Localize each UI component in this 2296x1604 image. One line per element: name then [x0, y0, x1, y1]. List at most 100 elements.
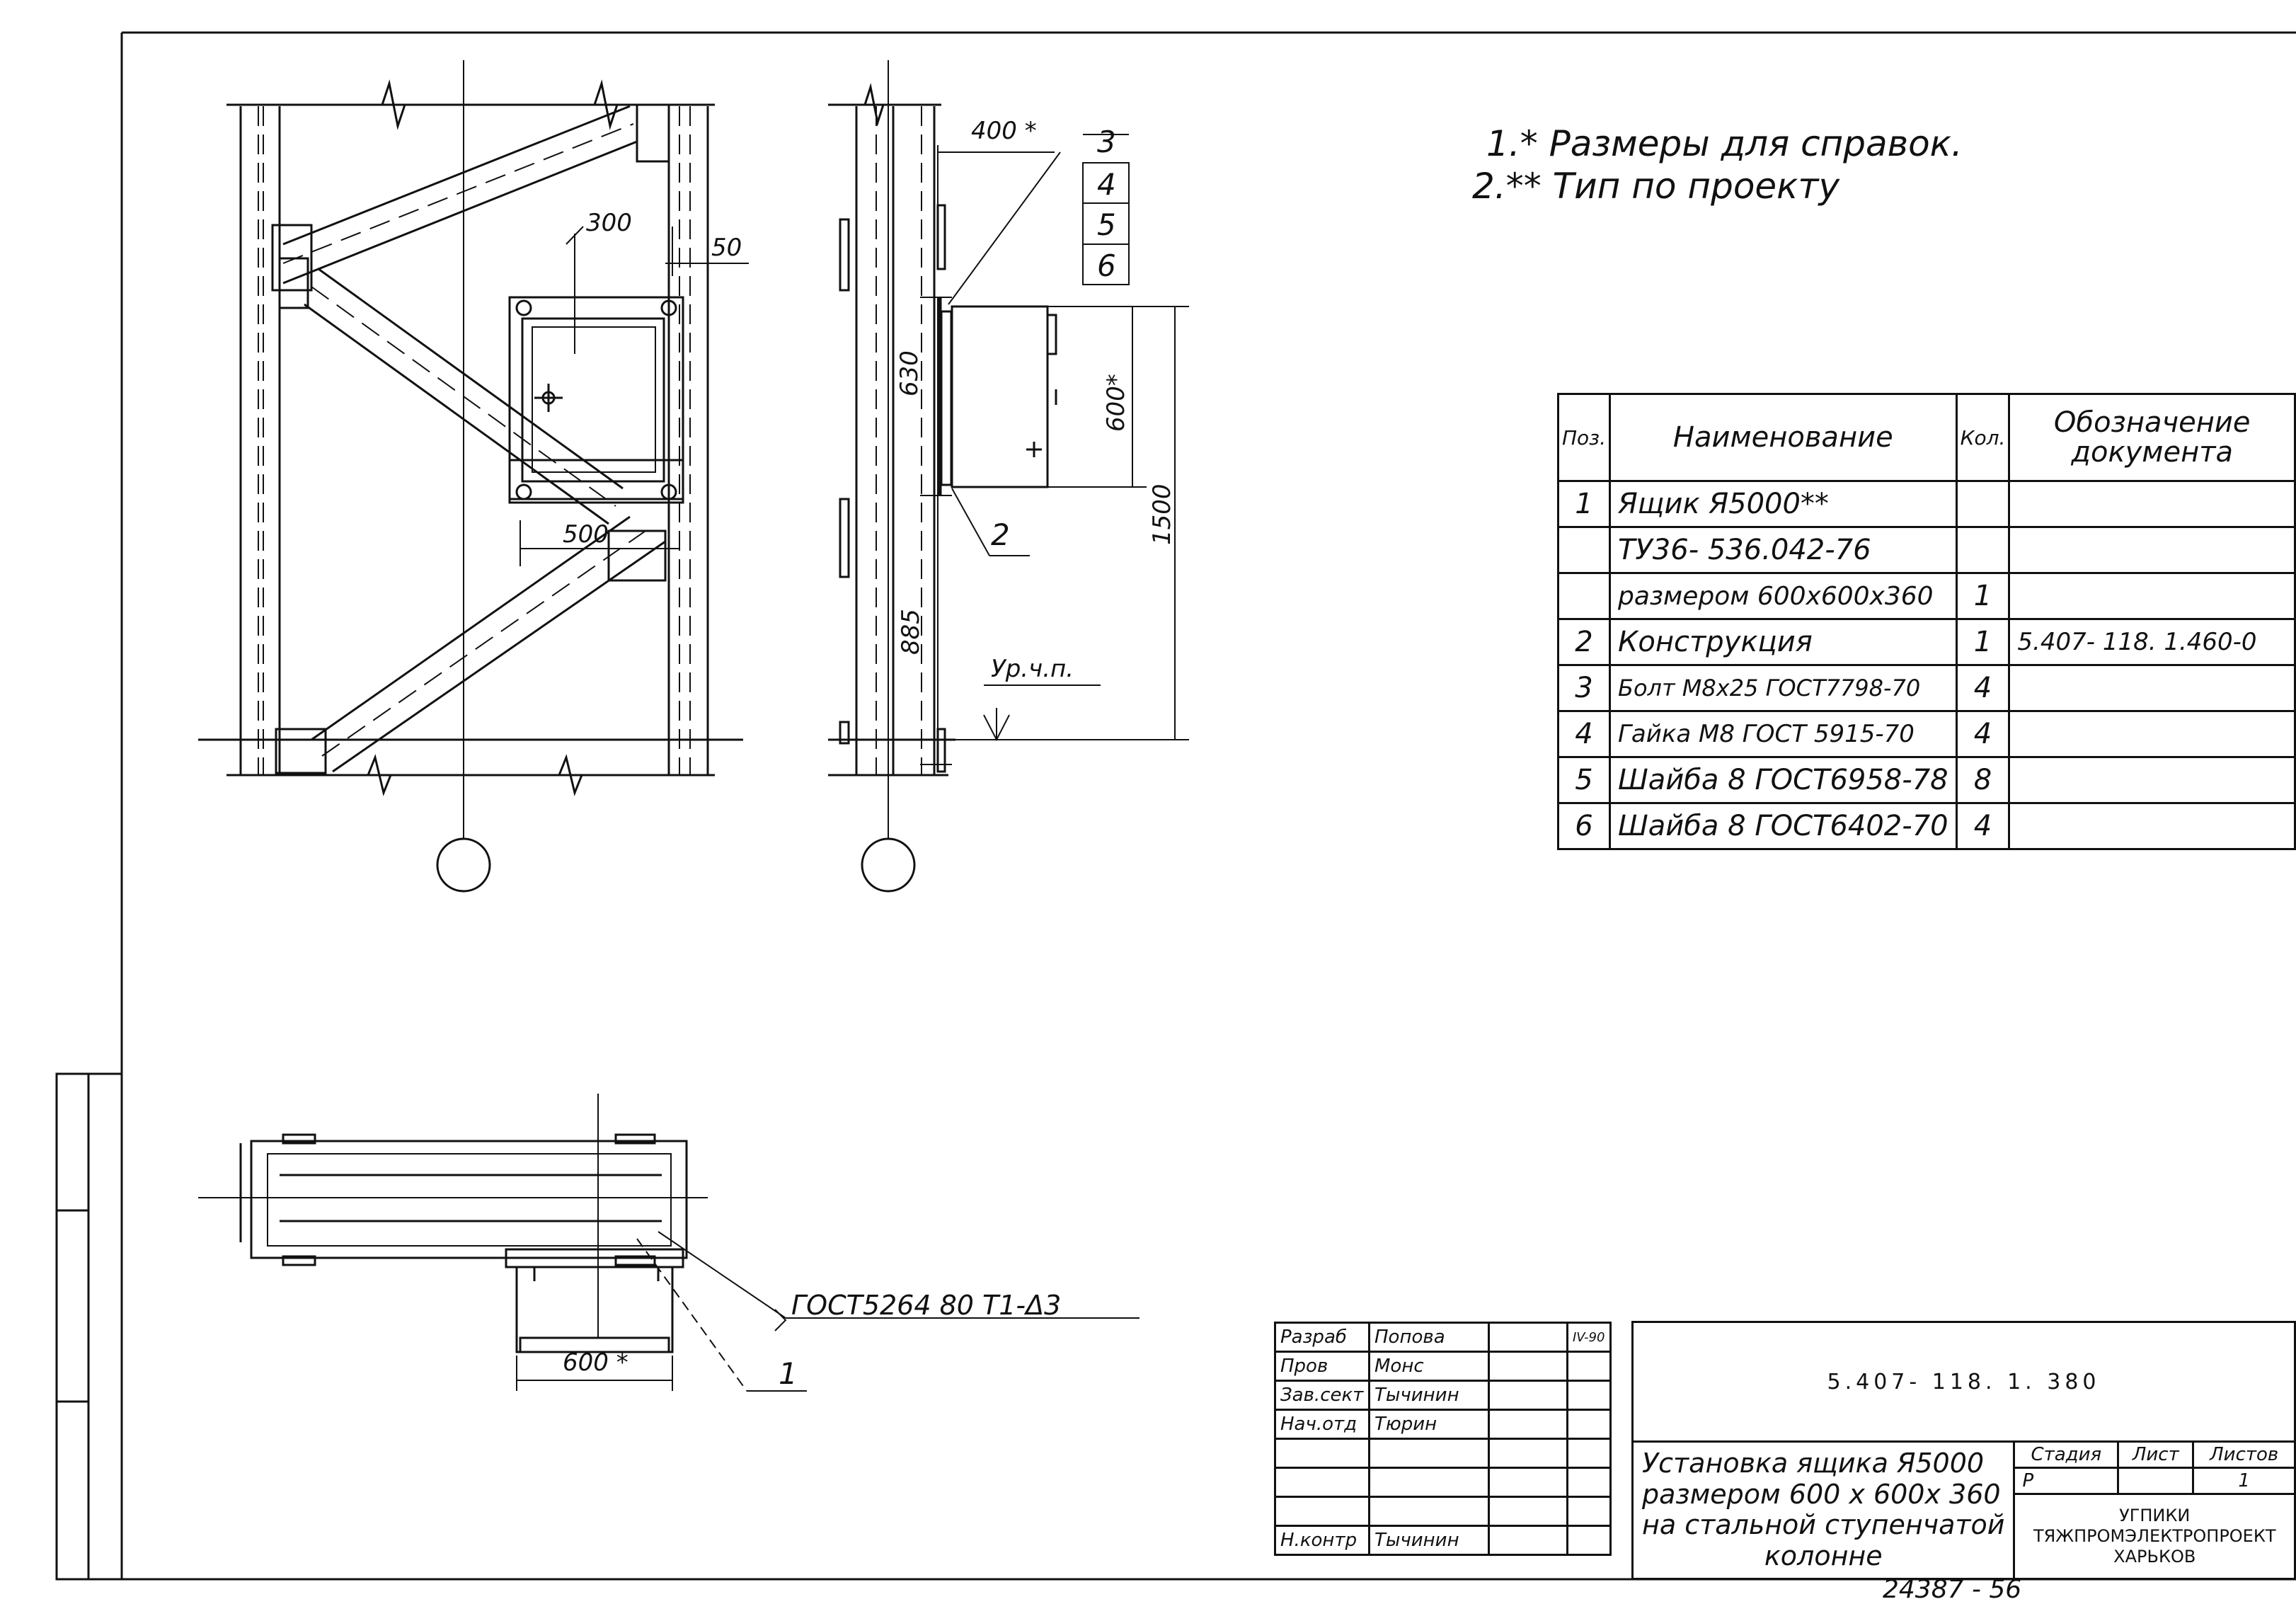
organization-line-3: ХАРЬКОВ [2113, 1546, 2196, 1566]
drawing-title-line-1: Установка ящика Я5000 [1642, 1448, 1985, 1479]
sheets-value: 1 [2192, 1467, 2296, 1495]
stamp-person-row [1274, 1467, 1612, 1498]
spec-qty: 4 [1955, 802, 2011, 850]
inventory-number: 24387 - 56 [1883, 1575, 2022, 1604]
sheets-label: Листов [2192, 1440, 2296, 1469]
dim-50: 50 [711, 234, 742, 262]
callout-1: 1 [779, 1356, 798, 1391]
spec-name: Конструкция [1608, 618, 1958, 666]
stamp-date [1566, 1467, 1612, 1498]
spec-header-name: Наименование [1608, 393, 1958, 482]
spec-doc: 5.407- 118. 1.460-0 [2008, 618, 2296, 666]
drawing-title-line-3: на стальной ступенчатой [1642, 1509, 2005, 1541]
spec-header-pos: Поз. [1557, 393, 1611, 482]
weld-note: ГОСТ5264 80 Т1-Δ3 [791, 1290, 1062, 1321]
spec-header-doc-1: Обозначение [2053, 406, 2251, 439]
drawing-title-line-4: колонне [1764, 1540, 1883, 1572]
stamp-signature [1488, 1409, 1568, 1440]
organization-line-1: УГПИКИ [2119, 1506, 2191, 1526]
stamp-role: Пров [1274, 1351, 1370, 1382]
spec-qty: 4 [1955, 664, 2011, 712]
spec-header-qty: Кол. [1955, 393, 2011, 482]
spec-pos: 1 [1557, 480, 1611, 528]
stamp-role [1274, 1438, 1370, 1469]
spec-qty: 1 [1955, 618, 2011, 666]
stamp-date [1566, 1351, 1612, 1382]
stamp-role [1274, 1496, 1370, 1527]
spec-doc [2008, 526, 2296, 574]
note-2: 2.** Тип по проекту [1472, 166, 1840, 207]
stamp-person-row [1274, 1496, 1612, 1527]
stamp-name: Тычинин [1368, 1525, 1490, 1556]
callout-6: 6 [1097, 248, 1116, 283]
spec-doc [2008, 710, 2296, 758]
sheet-label: Лист [2117, 1440, 2195, 1469]
stamp-role: Разраб [1274, 1322, 1370, 1353]
stamp-date [1566, 1525, 1612, 1556]
spec-name: Болт М8х25 ГОСТ7798-70 [1608, 664, 1958, 712]
stamp-name [1368, 1496, 1490, 1527]
stamp-signature [1488, 1438, 1568, 1469]
spec-pos: 5 [1557, 756, 1611, 804]
spec-doc [2008, 664, 2296, 712]
spec-name: размером 600x600x360 [1608, 572, 1958, 620]
stamp-signature [1488, 1380, 1568, 1411]
dim-600-side: 600* [1102, 374, 1130, 432]
dim-630: 630 [895, 350, 924, 396]
stamp-signature [1488, 1467, 1568, 1498]
spec-name: Ящик Я5000** [1608, 480, 1958, 528]
stamp-date [1566, 1380, 1612, 1411]
organization: УГПИКИ ТЯЖПРОМЭЛЕКТРОПРОЕКТ ХАРЬКОВ [2013, 1493, 2296, 1580]
title-block-main: 5.407- 118. 1. 380 Установка ящика Я5000… [1631, 1321, 2296, 1580]
spec-pos [1557, 572, 1611, 620]
dim-500: 500 [563, 520, 609, 549]
callout-4: 4 [1097, 167, 1116, 202]
spec-name: Шайба 8 ГОСТ6958-78 [1608, 756, 1958, 804]
spec-qty: 1 [1955, 572, 2011, 620]
side-view [828, 60, 1189, 893]
callout-2: 2 [991, 517, 1010, 552]
spec-pos: 2 [1557, 618, 1611, 666]
spec-pos: 3 [1557, 664, 1611, 712]
drawing-code: 5.407- 118. 1. 380 [1631, 1321, 2296, 1443]
level-mark: Ур.ч.п. [991, 655, 1074, 683]
spec-row: ТУ36- 536.042-76 [1557, 526, 2296, 574]
spec-pos: 6 [1557, 802, 1611, 850]
stamp-role: Нач.отд [1274, 1409, 1370, 1440]
stamp-date [1566, 1409, 1612, 1440]
stamp-signature [1488, 1322, 1568, 1353]
spec-qty: 8 [1955, 756, 2011, 804]
stamp-role: Н.контр [1274, 1525, 1370, 1556]
stamp-role [1274, 1467, 1370, 1498]
spec-pos: 4 [1557, 710, 1611, 758]
stamp-name: Тычинин [1368, 1380, 1490, 1411]
stamp-name: Попова [1368, 1322, 1490, 1353]
dim-885: 885 [897, 609, 925, 655]
stage-value: Р [2013, 1467, 2120, 1495]
organization-line-2: ТЯЖПРОМЭЛЕКТРОПРОЕКТ [2033, 1525, 2276, 1546]
stamp-signature [1488, 1351, 1568, 1382]
stamp-person-row [1274, 1438, 1612, 1469]
stamp-name: Тюрин [1368, 1409, 1490, 1440]
stamp-date [1566, 1438, 1612, 1469]
drawing-title: Установка ящика Я5000 размером 600 x 600… [1631, 1440, 2016, 1580]
stamp-signature [1488, 1496, 1568, 1527]
stamp-signature [1488, 1525, 1568, 1556]
dim-400: 400 * [971, 117, 1037, 145]
stage-label: Стадия [2013, 1440, 2120, 1469]
drawing-title-line-2: размером 600 x 600x 360 [1642, 1478, 2001, 1510]
spec-qty: 4 [1955, 710, 2011, 758]
